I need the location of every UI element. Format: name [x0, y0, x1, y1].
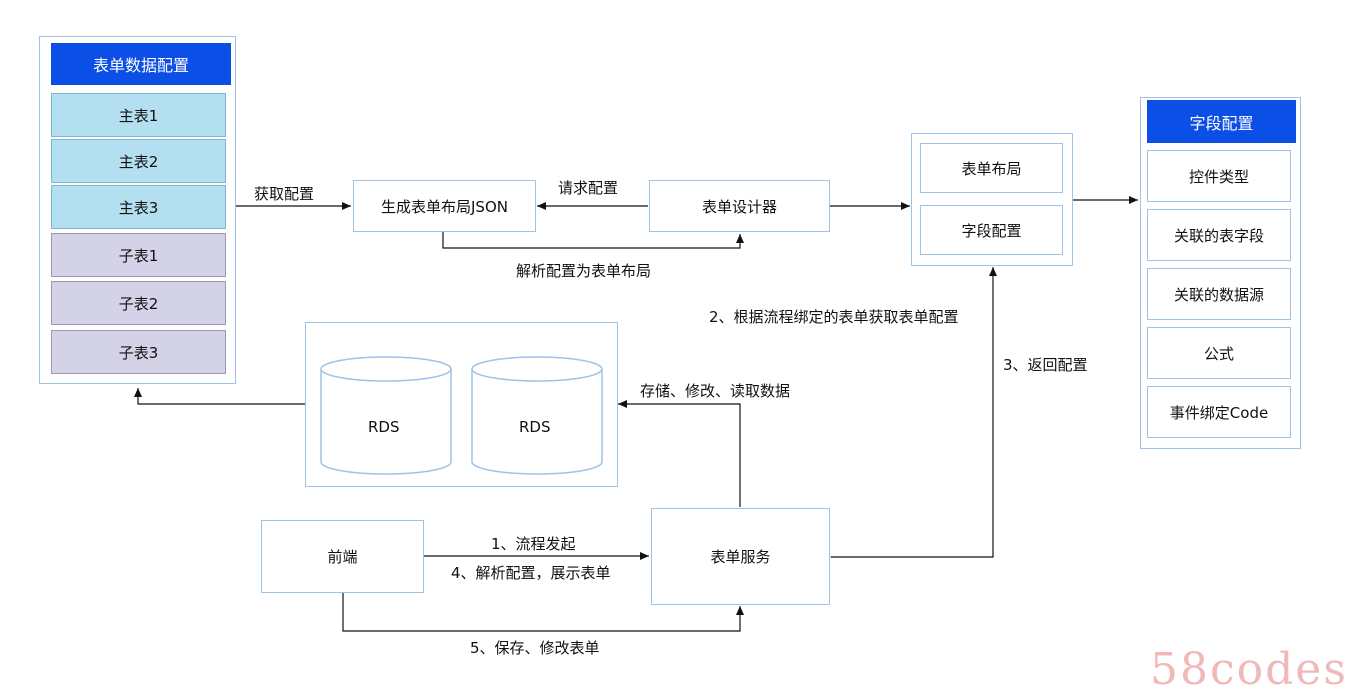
edge-steps-2-3 [822, 267, 997, 561]
edge-step5 [342, 593, 744, 632]
label-step5: 5、保存、修改表单 [470, 639, 600, 657]
label-parse-config: 解析配置为表单布局 [516, 262, 652, 280]
field-item-formula: 公式 [1147, 327, 1291, 379]
main-table-2: 主表2 [51, 139, 226, 183]
form-designer-node: 表单设计器 [649, 180, 830, 232]
edge-rds-to-tables [134, 388, 305, 405]
main-table-3: 主表3 [51, 185, 226, 229]
field-item-data-source: 关联的数据源 [1147, 268, 1291, 320]
main-table-1: 主表1 [51, 93, 226, 137]
field-item-control-type: 控件类型 [1147, 150, 1291, 202]
sub-table-3: 子表3 [51, 330, 226, 374]
edge-service-to-rds [618, 400, 741, 507]
field-item-event-code: 事件绑定Code [1147, 386, 1291, 438]
field-item-table-field: 关联的表字段 [1147, 209, 1291, 261]
label-step3: 3、返回配置 [1003, 356, 1088, 374]
rds-cylinder-1-top [320, 356, 452, 382]
label-step1: 1、流程发起 [491, 535, 576, 553]
rds-label-1: RDS [368, 418, 400, 436]
frontend-node: 前端 [261, 520, 424, 593]
rds-cylinder-2-top [471, 356, 603, 382]
rds-cylinder-2 [471, 369, 603, 475]
form-layout-node: 表单布局 [920, 143, 1063, 193]
field-config-title: 字段配置 [1147, 100, 1296, 143]
field-config-node: 字段配置 [920, 205, 1063, 255]
sub-table-2: 子表2 [51, 281, 226, 325]
label-step2: 2、根据流程绑定的表单获取表单配置 [709, 308, 959, 326]
form-data-config-title: 表单数据配置 [51, 43, 231, 85]
edge-parse-config [442, 232, 744, 249]
watermark: 58codes [1150, 644, 1348, 695]
rds-label-2: RDS [519, 418, 551, 436]
label-request-config: 请求配置 [558, 179, 619, 197]
label-step4: 4、解析配置，展示表单 [451, 564, 611, 582]
label-get-config: 获取配置 [254, 185, 315, 203]
rds-cylinder-1 [320, 369, 452, 475]
label-storage: 存储、修改、读取数据 [640, 382, 791, 400]
form-service-node: 表单服务 [651, 508, 830, 605]
json-generator-node: 生成表单布局JSON [353, 180, 536, 232]
sub-table-1: 子表1 [51, 233, 226, 277]
